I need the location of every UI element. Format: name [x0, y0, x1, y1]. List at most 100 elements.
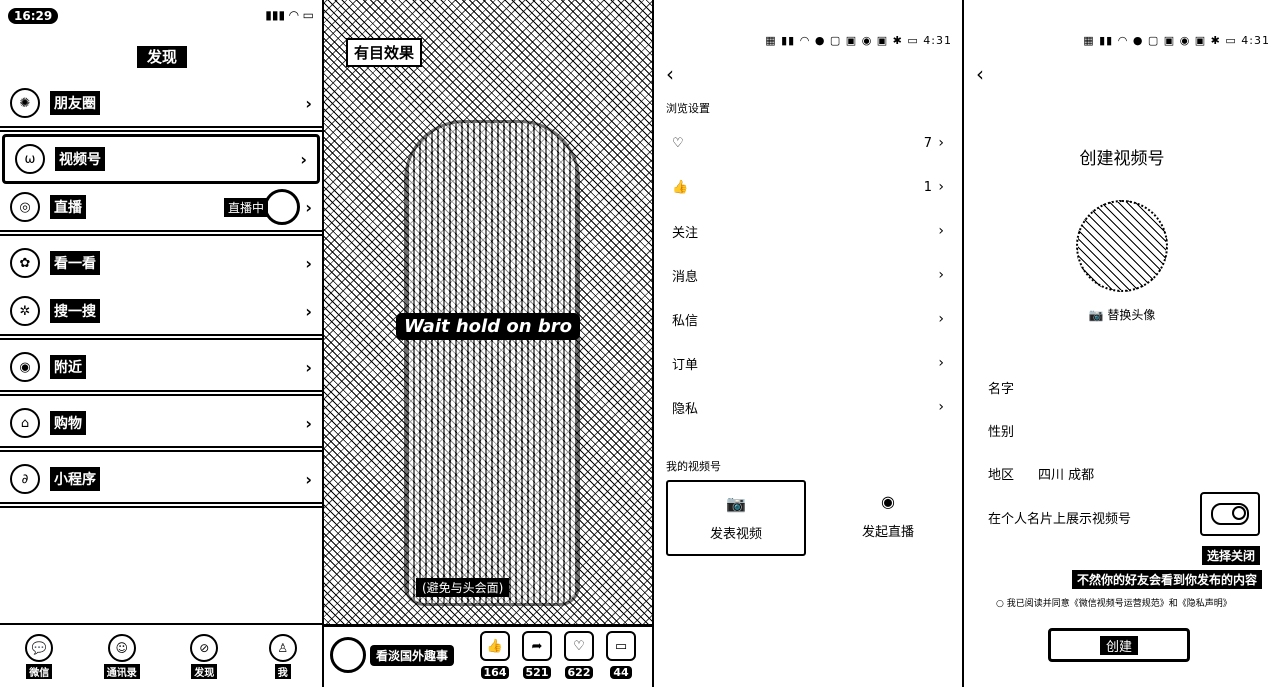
menu-label: 小程序 [50, 467, 100, 491]
chevron-right-icon: › [305, 93, 312, 113]
region-field[interactable]: 地区四川 成都 [988, 468, 1095, 483]
me-icon: ♙ [268, 633, 297, 662]
chevron-right-icon: › [938, 311, 944, 327]
look-icon: ✿ [10, 248, 40, 278]
heart-icon: ♡ [564, 631, 594, 661]
back-button[interactable]: ‹ [976, 62, 984, 86]
tab-contacts[interactable]: ☺通讯录 [103, 633, 140, 679]
chevron-right-icon: › [305, 413, 312, 433]
menu-label: 搜一搜 [50, 299, 100, 323]
settings-row-follow[interactable]: 关注 › [672, 223, 944, 241]
menu-item-shopping[interactable]: ⌂ 购物 › [0, 398, 322, 448]
page-title: 发现 [0, 46, 322, 68]
tab-discover[interactable]: ⊘发现 [190, 633, 219, 679]
like-button[interactable]: 👍164 [480, 631, 510, 680]
menu-item-search[interactable]: ✲ 搜一搜 › [0, 286, 322, 336]
status-icons: ▮▮▮ ◠ ▭ [265, 8, 314, 22]
comment-icon: ▭ [606, 631, 636, 661]
show-on-card-toggle[interactable] [1211, 503, 1249, 525]
divider [0, 446, 322, 452]
shopping-icon: ⌂ [10, 408, 40, 438]
video-overlay-text: 有目效果 [346, 38, 423, 67]
favorite-button[interactable]: ♡622 [564, 631, 594, 680]
chevron-right-icon: › [300, 149, 307, 169]
heart-icon: ♡ [672, 135, 684, 151]
menu-item-look[interactable]: ✿ 看一看 › [0, 238, 322, 288]
settings-row-likes[interactable]: ♡ 7 › [672, 135, 944, 151]
radio-icon: ○ [996, 599, 1004, 609]
chevron-right-icon: › [305, 469, 312, 489]
publish-video-button[interactable]: 📷 发表视频 [666, 480, 806, 556]
menu-item-moments[interactable]: ✺ 朋友圈 › [0, 78, 322, 128]
camera-icon: 📷 [1088, 308, 1104, 322]
video-action-bar: 看淡国外趣事 👍164 ➦521 ♡622 ▭44 [324, 624, 652, 687]
avatar[interactable] [1076, 200, 1168, 292]
menu-item-mini-program[interactable]: ∂ 小程序 › [0, 454, 322, 504]
nearby-icon: ◉ [10, 352, 40, 382]
video-subtitle: (避免与头会面) [416, 578, 510, 597]
video-frame[interactable]: 有目效果 Wait hold on bro (避免与头会面) [324, 0, 652, 626]
channels-video-screen: 有目效果 Wait hold on bro (避免与头会面) 看淡国外趣事 👍1… [324, 0, 652, 687]
settings-row-messages[interactable]: 消息 › [672, 267, 944, 285]
tab-bar: 💬微信 ☺通讯录 ⊘发现 ♙我 [0, 623, 322, 687]
chevron-right-icon: › [938, 355, 944, 371]
create-channel-screen: ▦ ▮▮ ◠ ● ▢ ▣ ◉ ▣ ✱ ▭ 4:31 ‹ 创建视频号 📷 替换头像… [964, 0, 1280, 687]
chevron-right-icon: › [305, 253, 312, 273]
camera-aperture-icon: ✺ [10, 88, 40, 118]
menu-item-live[interactable]: ◎ 直播 直播中 › [0, 182, 322, 232]
channels-icon: ω [15, 144, 45, 174]
menu-label: 附近 [50, 355, 86, 379]
camera-icon: 📷 [726, 494, 746, 513]
chevron-right-icon: › [938, 223, 944, 239]
comment-button[interactable]: ▭44 [606, 631, 636, 680]
divider [0, 390, 322, 396]
chevron-left-icon: ‹ [666, 62, 674, 86]
chevron-right-icon: › [938, 179, 944, 195]
contacts-icon: ☺ [107, 633, 136, 662]
tab-chats[interactable]: 💬微信 [25, 633, 54, 679]
menu-label: 直播 [50, 195, 86, 219]
page-title: 创建视频号 [1079, 149, 1165, 169]
settings-row-thumbs[interactable]: 👍 1 › [672, 179, 944, 195]
share-icon: ➦ [522, 631, 552, 661]
agreement-checkbox[interactable]: ○ 我已阅读并同意《微信视频号运营规范》和《隐私声明》 [996, 599, 1232, 609]
settings-row-privacy[interactable]: 隐私 › [672, 399, 944, 417]
menu-item-channels[interactable]: ω 视频号 › [2, 134, 320, 184]
back-button[interactable]: ‹ [666, 62, 674, 86]
settings-row-private-messages[interactable]: 私信 › [672, 311, 944, 329]
avatar [264, 189, 300, 225]
chevron-right-icon: › [938, 267, 944, 283]
discover-screen: 16:29 ▮▮▮ ◠ ▭ 发现 ✺ 朋友圈 › ω 视频号 › ◎ 直播 直播… [0, 0, 324, 687]
chevron-right-icon: › [938, 399, 944, 415]
chevron-right-icon: › [305, 357, 312, 377]
live-icon: ◉ [881, 492, 895, 511]
thumb-up-icon: 👍 [480, 631, 510, 661]
annotation-tip: 选择关闭 [1202, 546, 1261, 565]
name-field[interactable]: 名字 [988, 382, 1015, 397]
tab-me[interactable]: ♙我 [268, 633, 297, 679]
live-icon: ◎ [10, 192, 40, 222]
avatar [330, 637, 366, 673]
status-bar: 16:29 ▮▮▮ ◠ ▭ [8, 8, 314, 28]
gender-field[interactable]: 性别 [988, 425, 1015, 440]
video-content [404, 120, 580, 606]
change-avatar-button[interactable]: 📷 替换头像 [1088, 308, 1156, 322]
status-bar: ▦ ▮▮ ◠ ● ▢ ▣ ◉ ▣ ✱ ▭ 4:31 [1083, 34, 1270, 47]
menu-label: 看一看 [50, 251, 100, 275]
divider [0, 502, 322, 508]
start-live-button[interactable]: ◉ 发起直播 [818, 480, 958, 556]
share-button[interactable]: ➦521 [522, 631, 552, 680]
annotation-tip: 不然你的好友会看到你发布的内容 [1072, 570, 1263, 589]
video-caption: Wait hold on bro [324, 313, 652, 340]
menu-item-nearby[interactable]: ◉ 附近 › [0, 342, 322, 392]
account-info[interactable]: 看淡国外趣事 [330, 637, 455, 673]
mini-program-icon: ∂ [10, 464, 40, 494]
status-time: 16:29 [8, 8, 59, 24]
thumb-up-icon: 👍 [672, 179, 689, 195]
search-star-icon: ✲ [10, 296, 40, 326]
settings-row-orders[interactable]: 订单 › [672, 355, 944, 373]
create-button[interactable]: 创建 [1048, 628, 1190, 662]
menu-label: 朋友圈 [50, 91, 100, 115]
menu-label: 视频号 [55, 147, 105, 171]
show-on-card-label: 在个人名片上展示视频号 [988, 512, 1132, 527]
